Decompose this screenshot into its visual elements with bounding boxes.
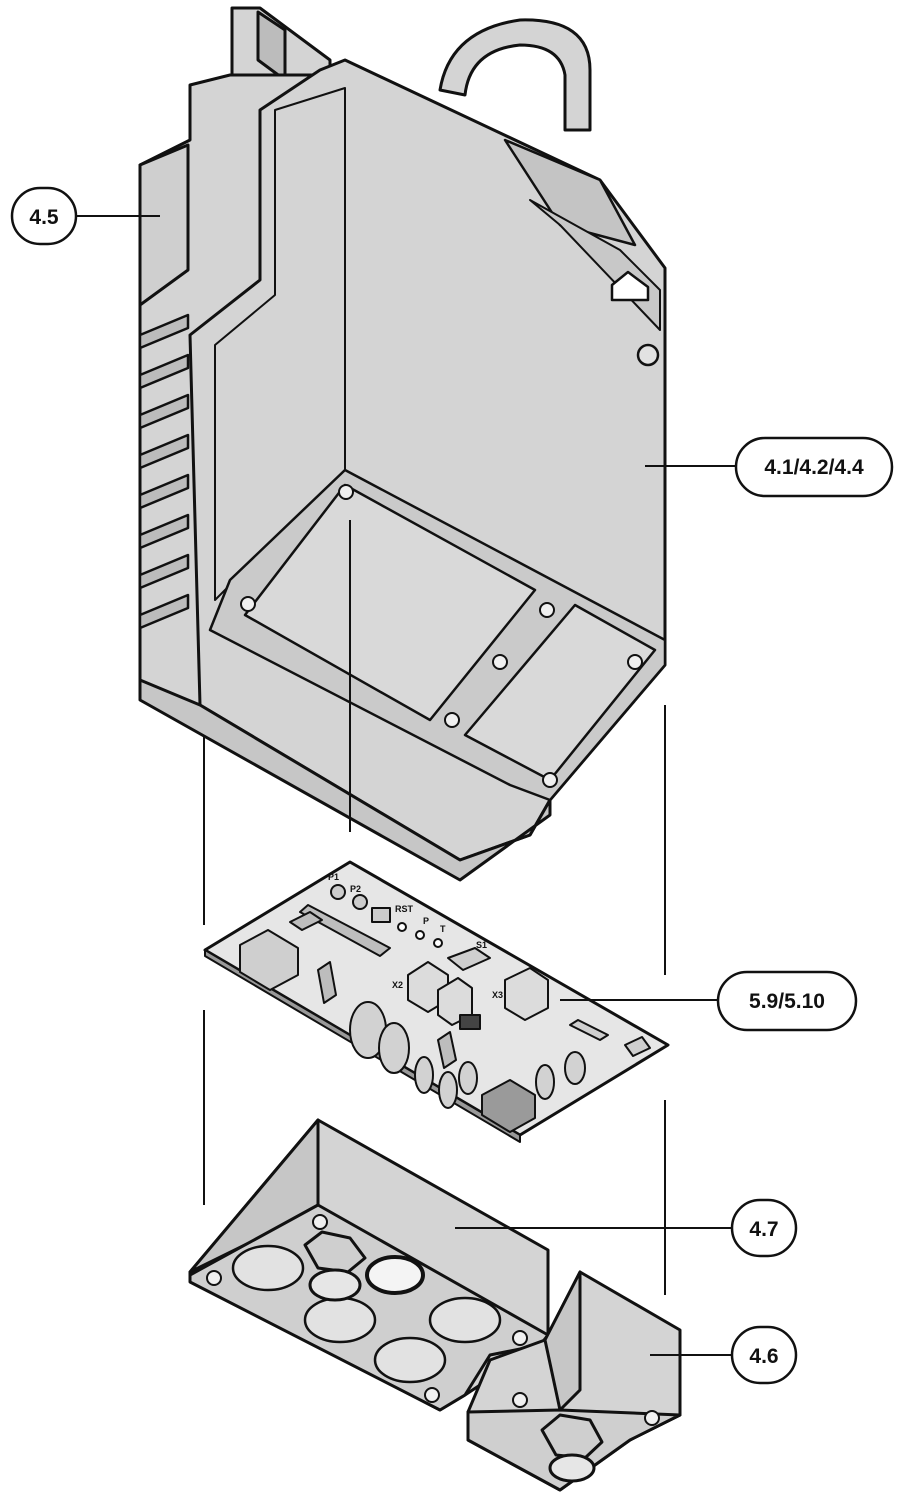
pcb-connector-1 bbox=[289, 911, 323, 931]
pcb-terminal-strip bbox=[299, 904, 391, 957]
callout-label-4-6: 4.6 bbox=[749, 1345, 778, 1368]
pcb-capacitor-5 bbox=[458, 1061, 478, 1095]
callout-label-5-9: 5.9/5.10 bbox=[749, 990, 825, 1013]
pcb-rj-socket-x3 bbox=[504, 967, 549, 1021]
cover-cable-gland bbox=[303, 1230, 367, 1302]
pcb-components bbox=[239, 884, 651, 1133]
pcb-capacitor-3 bbox=[414, 1056, 434, 1094]
pcb-button-p bbox=[415, 930, 425, 940]
callout-4-1: 4.1/4.2/4.4 bbox=[734, 436, 894, 498]
callout-label-4-1: 4.1/4.2/4.4 bbox=[764, 456, 864, 479]
pcb-board: P1 P2 RST P T S1 X2 X3 bbox=[203, 860, 670, 1143]
pcb-regulator-2 bbox=[437, 1031, 457, 1069]
recess-screws bbox=[240, 484, 643, 788]
pcb-label-s1: S1 bbox=[476, 940, 487, 950]
terminal-cover bbox=[188, 1118, 550, 1412]
pcb-label-p: P bbox=[423, 916, 429, 926]
pcb-capacitor-4 bbox=[438, 1071, 458, 1109]
housing-side-facet bbox=[529, 199, 661, 331]
callout-4-6: 4.6 bbox=[730, 1325, 798, 1385]
housing-top-facet bbox=[503, 138, 637, 247]
pcb-label-t: T bbox=[440, 924, 446, 934]
side-cover-screw-2 bbox=[644, 1410, 660, 1426]
pcb-silkscreen: P1 P2 RST P T S1 X2 X3 bbox=[328, 872, 503, 1000]
pcb-label-p2: P2 bbox=[350, 884, 361, 894]
callout-label-4-7: 4.7 bbox=[749, 1218, 778, 1241]
assembly-guide-lines bbox=[203, 520, 666, 1295]
callout-5-9: 5.9/5.10 bbox=[716, 970, 858, 1032]
pcb-pot-p2 bbox=[352, 894, 368, 910]
vent-slots bbox=[138, 313, 190, 630]
left-cover bbox=[138, 143, 190, 307]
pcb-button-rst bbox=[397, 922, 407, 932]
main-housing bbox=[138, 6, 667, 882]
side-cover-side bbox=[543, 1270, 582, 1412]
pcb-capacitor-2 bbox=[378, 1022, 410, 1074]
callout-leaders bbox=[75, 215, 736, 1356]
pcb-label-x2: X2 bbox=[392, 980, 403, 990]
callout-4-7: 4.7 bbox=[730, 1198, 798, 1258]
callout-label-4-5: 4.5 bbox=[29, 206, 59, 229]
callout-4-5: 4.5 bbox=[10, 186, 78, 246]
side-cover-screw-1 bbox=[512, 1392, 528, 1408]
pcb-transformer bbox=[481, 1079, 536, 1133]
pcb-dip-switch-s1 bbox=[447, 947, 491, 971]
pcb-pot-p1 bbox=[330, 884, 346, 900]
pcb-regulator-1 bbox=[317, 961, 337, 1004]
pcb-connector-2 bbox=[569, 1019, 609, 1041]
pcb-ic bbox=[459, 1014, 481, 1030]
cover-knockouts bbox=[231, 1244, 502, 1384]
housing-handle bbox=[438, 18, 592, 132]
callouts: 4.5 4.1/4.2/4.4 5.9/5.10 4.7 4.6 bbox=[10, 186, 894, 1385]
side-cover-gland bbox=[540, 1413, 604, 1483]
pcb-capacitor-6 bbox=[535, 1064, 555, 1100]
pcb-capacitor-7 bbox=[564, 1051, 586, 1085]
latch-slot bbox=[610, 270, 650, 302]
cover-screws bbox=[206, 1214, 528, 1403]
pcb-label-p1: P1 bbox=[328, 872, 339, 882]
pcb-label-x3: X3 bbox=[492, 990, 503, 1000]
pcb-label-rst: RST bbox=[395, 904, 414, 914]
side-cover bbox=[466, 1270, 682, 1492]
recess-panel-large bbox=[243, 483, 537, 722]
pcb-chip-1 bbox=[371, 907, 391, 923]
pcb-connector-3 bbox=[624, 1036, 651, 1057]
pcb-relay bbox=[239, 929, 299, 991]
housing-hole bbox=[636, 343, 660, 367]
pcb-button-t bbox=[433, 938, 443, 948]
